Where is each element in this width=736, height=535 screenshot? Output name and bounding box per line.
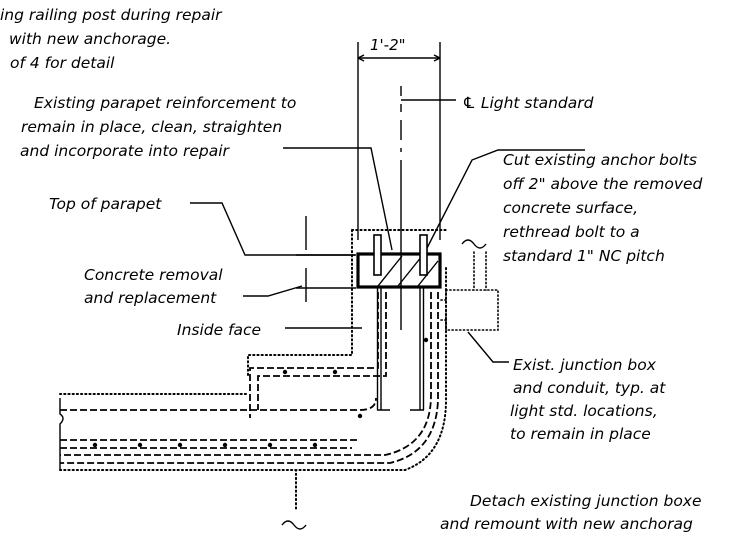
note-detach-line2: and remount with new anchorag (440, 515, 693, 533)
note-junction-box-line2: and conduit, typ. at (513, 379, 666, 397)
parapet-outline (59, 229, 447, 511)
note-junction-box-line1: Exist. junction box (513, 356, 657, 374)
note-concrete-removal-line1: Concrete removal (84, 266, 223, 284)
note-railing-post-line1: ing railing post during repair (0, 6, 223, 24)
dimension-lines (296, 42, 441, 302)
leader-parapet-reinforcement (283, 147, 393, 251)
concrete-removal-block (356, 252, 442, 289)
note-anchor-bolts-line3: concrete surface, (503, 199, 638, 217)
dimension-width-label: 1'-2" (370, 36, 406, 54)
block-hatching (377, 255, 439, 287)
centerline-light-standard-label: ℄ Light standard (462, 94, 594, 112)
light-standard-centerline (400, 86, 456, 330)
slab-break-lines (59, 398, 307, 530)
note-junction-box-line3: light std. locations, (510, 402, 658, 420)
note-anchor-bolts-line2: off 2" above the removed (503, 175, 703, 193)
note-parapet-reinforcement-line2: remain in place, clean, straighten (21, 118, 282, 136)
note-concrete-removal-line2: and replacement (84, 289, 217, 307)
rebar-dots (92, 337, 429, 448)
note-parapet-reinforcement-line1: Existing parapet reinforcement to (34, 94, 296, 112)
note-anchor-bolts-line1: Cut existing anchor bolts (503, 151, 697, 169)
note-detach-line1: Detach existing junction boxe (470, 492, 702, 510)
note-railing-post-line3: of 4 for detail (10, 54, 115, 72)
junction-box (439, 239, 499, 331)
leader-concrete-removal (243, 285, 303, 297)
parapet-reinforcement-bars (60, 292, 439, 464)
note-junction-box-line4: to remain in place (510, 425, 651, 443)
note-anchor-bolts-line4: rethread bolt to a (503, 223, 640, 241)
note-parapet-reinforcement-line3: and incorporate into repair (20, 142, 230, 160)
note-anchor-bolts-line5: standard 1" NC pitch (503, 247, 665, 265)
leader-junction-box (467, 331, 509, 363)
inside-face-label: Inside face (177, 321, 261, 339)
leader-top-of-parapet (190, 202, 355, 256)
top-of-parapet-label: Top of parapet (49, 195, 162, 213)
note-railing-post-line2: with new anchorage. (9, 30, 171, 48)
leader-anchor-bolts (425, 149, 585, 251)
